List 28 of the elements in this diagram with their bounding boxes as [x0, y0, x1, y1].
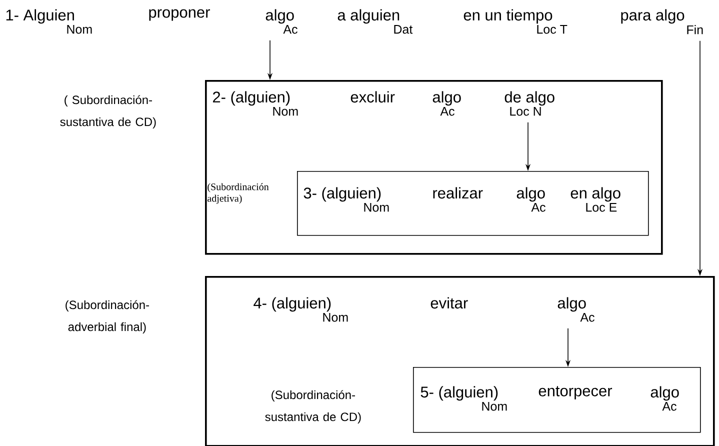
frame-box: [297, 170, 649, 236]
word-group: para algo Fin: [621, 9, 703, 34]
word-group: evitar: [430, 297, 468, 309]
word-group: 3- (alguien) Nom: [304, 187, 389, 212]
word-group: entorpecer: [538, 386, 612, 400]
word-group: 2- (alguien) Nom: [213, 91, 298, 116]
word-group: en algo Loc E: [570, 187, 620, 212]
side-note: (Subordinación adjetiva): [208, 183, 269, 204]
frame-box: [205, 80, 663, 255]
word-group: excluir: [350, 91, 395, 103]
word-group: de algo Loc N: [504, 91, 554, 116]
side-note: ( Subordinación- sustantiva de CD): [60, 95, 156, 128]
word-group: algo Ac: [266, 9, 298, 34]
word-group: 1- Alguien Nom: [6, 9, 92, 34]
word-group: algo Ac: [516, 187, 546, 212]
side-note: (Subordinación- adverbial final): [66, 300, 150, 334]
side-note: (Subordinación- sustantiva de CD): [265, 390, 361, 424]
word-group: a alguien Dat: [338, 9, 413, 34]
word-group: realizar: [433, 187, 483, 199]
frame-box: [413, 366, 701, 433]
word-group: 5- (alguien) Nom: [420, 386, 507, 411]
word-group: algo Ac: [558, 297, 594, 322]
word-group: proponer: [149, 9, 210, 21]
word-group: 4- (alguien) Nom: [254, 297, 348, 322]
word-group: algo Ac: [650, 386, 679, 411]
frame-box: [205, 276, 715, 446]
word-group: algo Ac: [432, 91, 461, 116]
word-group: en un tiempo Loc T: [464, 9, 568, 34]
